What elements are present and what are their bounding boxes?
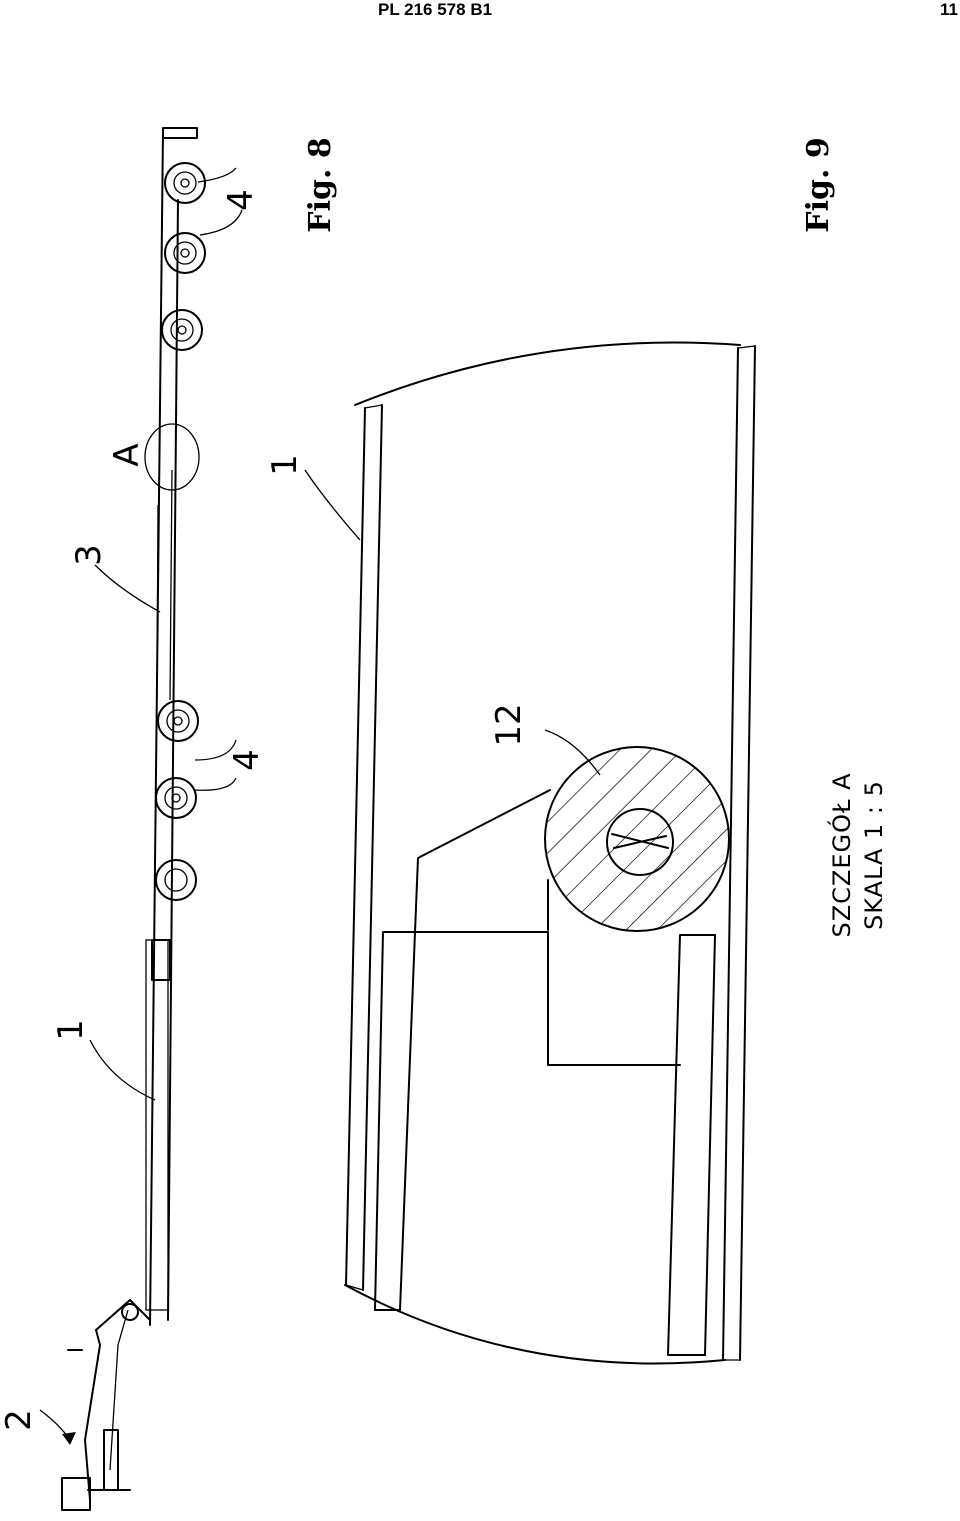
gooseneck <box>84 1299 151 1501</box>
detail-marker-a: A <box>107 443 147 466</box>
ref-numeral-4-rear: 4 <box>221 189 261 211</box>
inner-profile-right <box>667 934 716 1356</box>
bracket-plate <box>414 789 551 933</box>
leader-3 <box>94 564 161 613</box>
trailer-deck-line-2 <box>167 199 179 1321</box>
tube-bottom-end <box>344 1284 726 1365</box>
detail-caption-scale: SKALA 1 : 5 <box>860 780 888 930</box>
leader-1 <box>89 1039 156 1101</box>
leader-4-front <box>194 739 237 761</box>
tube-top-end <box>354 341 741 406</box>
fig9-label: Fig. 9 <box>801 137 836 232</box>
tube-wall-left <box>345 404 383 1291</box>
ref-numeral-12: 12 <box>489 703 529 746</box>
bracket-block <box>414 931 681 1066</box>
fig8-label: Fig. 8 <box>303 137 338 232</box>
coupling-block <box>151 939 171 981</box>
document-number: PL 216 578 B1 <box>378 0 493 19</box>
tractor-unit <box>61 1349 131 1511</box>
roller-axle <box>606 808 674 876</box>
ref-numeral-3: 3 <box>69 544 109 566</box>
fig9-detail-drawing <box>304 341 756 1365</box>
leader-4-rear <box>199 209 243 236</box>
ref-numeral-4-front: 4 <box>227 749 267 771</box>
page-number: 11 <box>940 0 958 19</box>
detail-a-circle <box>144 423 200 491</box>
rear-wheels <box>161 162 206 351</box>
leader-1-fig9 <box>304 469 361 541</box>
inner-profile-left <box>374 931 416 1311</box>
fig8-trailer-drawing <box>39 127 243 1511</box>
telescopic-section <box>145 939 169 1311</box>
roller <box>544 746 730 932</box>
ref-numeral-2: 2 <box>0 1409 39 1431</box>
trailer-deck-line <box>149 129 164 1326</box>
roller-hatch <box>545 747 729 931</box>
detail-caption-title: SZCZEGÓŁ A <box>826 772 856 937</box>
ref-numeral-1-fig9: 1 <box>265 454 305 476</box>
leader-12 <box>544 729 601 776</box>
ref-numeral-1-fig8: 1 <box>51 1019 91 1041</box>
rear-end-cap <box>162 127 198 139</box>
front-wheels <box>155 700 199 901</box>
